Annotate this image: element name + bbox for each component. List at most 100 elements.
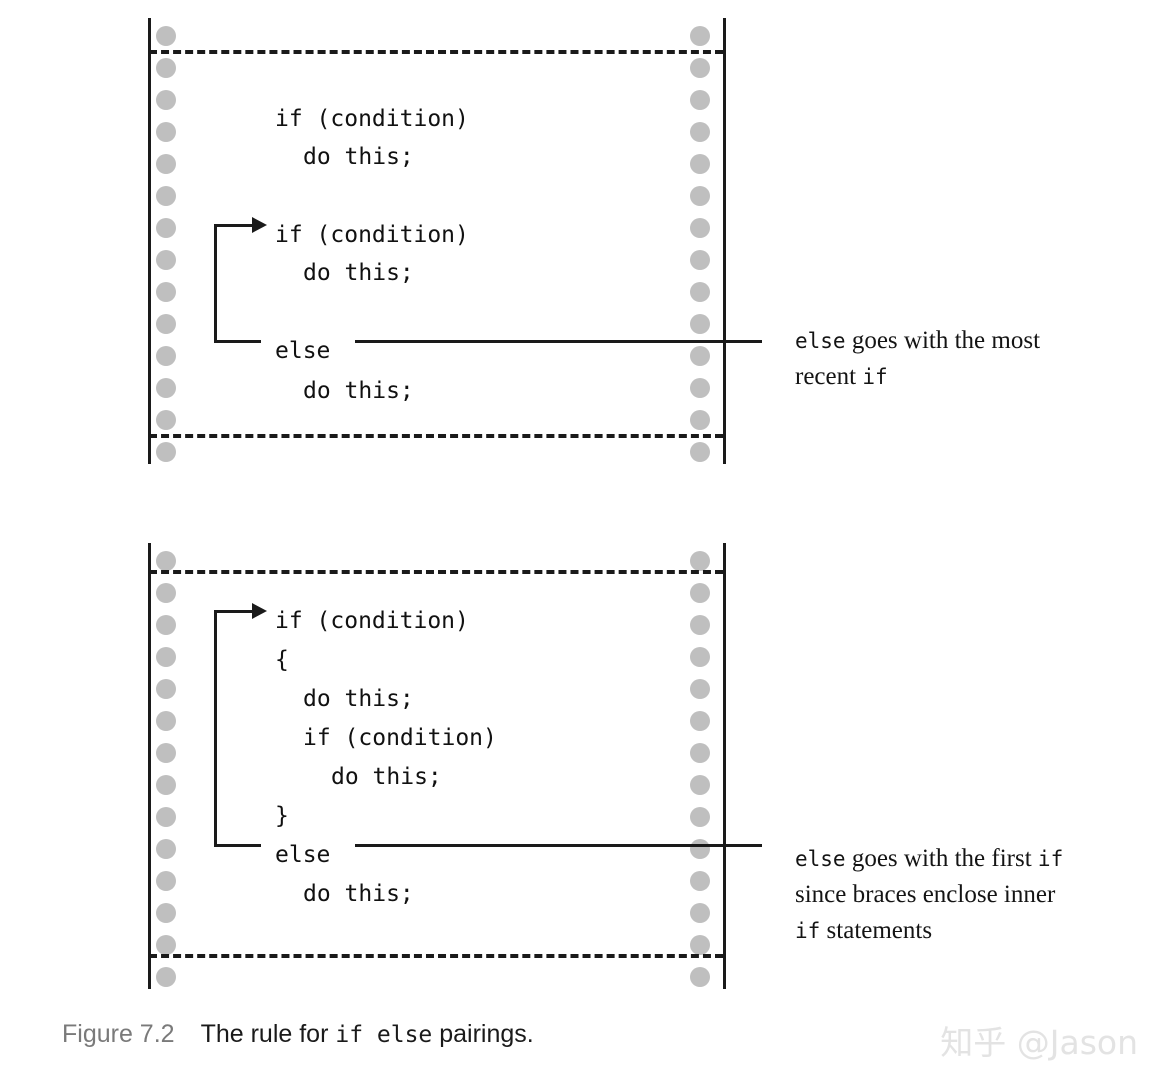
sprocket-hole	[690, 711, 710, 731]
sprocket-holes-right	[690, 18, 712, 464]
caption-text-before: The rule for	[200, 1020, 336, 1048]
sprocket-hole	[690, 282, 710, 302]
sprocket-hole	[690, 90, 710, 110]
perforation-bottom	[149, 434, 723, 438]
sprocket-hole	[690, 154, 710, 174]
annotation-text: goes with the first	[845, 845, 1038, 872]
code-line-else: else	[275, 338, 331, 364]
sprocket-hole	[156, 775, 176, 795]
annotation-text: goes with the most	[845, 327, 1041, 354]
annotation-text: recent	[795, 363, 863, 390]
sprocket-hole	[690, 743, 710, 763]
sprocket-holes-right	[690, 543, 712, 989]
sprocket-hole	[156, 410, 176, 430]
sprocket-hole	[690, 967, 710, 987]
annotation-text: statements	[820, 917, 933, 944]
pointer-vertical-segment	[214, 224, 217, 343]
sprocket-hole	[156, 26, 176, 46]
sprocket-hole	[690, 346, 710, 366]
sprocket-hole	[156, 314, 176, 334]
paper-edge-left	[148, 18, 151, 464]
annotation-leader-line	[355, 340, 762, 343]
code-token-if: if	[795, 919, 821, 943]
caption-text-after: pairings.	[432, 1020, 534, 1048]
sprocket-hole	[690, 26, 710, 46]
paper-edge-left	[148, 543, 151, 989]
sprocket-hole	[156, 218, 176, 238]
sprocket-hole	[156, 58, 176, 78]
sprocket-hole	[156, 711, 176, 731]
sprocket-hole	[690, 871, 710, 891]
sprocket-hole	[156, 743, 176, 763]
sprocket-holes-left	[156, 543, 178, 989]
sprocket-hole	[690, 775, 710, 795]
code-line: if (condition)	[275, 608, 469, 634]
code-token-if-else: if else	[335, 1022, 433, 1048]
sprocket-hole	[690, 314, 710, 334]
sprocket-hole	[690, 410, 710, 430]
pointer-vertical-segment	[214, 610, 217, 847]
sprocket-hole	[690, 250, 710, 270]
code-panel-top: if (condition) do this; if (condition) d…	[148, 18, 762, 464]
figure-caption: Figure 7.2 The rule for if else pairings.	[62, 1020, 534, 1049]
annotation-line: else goes with the first if	[795, 841, 1150, 877]
sprocket-hole	[156, 442, 176, 462]
perforation-top	[149, 570, 723, 574]
code-token-else: else	[795, 847, 846, 871]
sprocket-hole	[156, 122, 176, 142]
sprocket-hole	[690, 647, 710, 667]
code-token-else: else	[795, 329, 846, 353]
code-line-else: else	[275, 842, 331, 868]
code-line: {	[275, 647, 289, 673]
sprocket-hole	[156, 839, 176, 859]
sprocket-hole	[156, 378, 176, 398]
sprocket-hole	[690, 378, 710, 398]
sprocket-hole	[156, 647, 176, 667]
sprocket-hole	[690, 583, 710, 603]
annotation-top: else goes with the most recent if	[795, 323, 1145, 395]
sprocket-hole	[156, 615, 176, 635]
sprocket-hole	[156, 871, 176, 891]
figure-number-label: Figure 7.2	[62, 1020, 175, 1048]
code-token-if: if	[862, 365, 888, 389]
code-line: if (condition)	[275, 222, 469, 248]
sprocket-hole	[690, 935, 710, 955]
sprocket-hole	[156, 583, 176, 603]
sprocket-hole	[690, 615, 710, 635]
sprocket-hole	[690, 807, 710, 827]
sprocket-hole	[156, 807, 176, 827]
code-line: do this;	[303, 378, 414, 404]
annotation-leader-line	[355, 844, 762, 847]
sprocket-hole	[690, 442, 710, 462]
sprocket-hole	[156, 282, 176, 302]
code-line: do this;	[303, 881, 414, 907]
annotation-line: else goes with the most	[795, 323, 1145, 359]
perforation-top	[149, 50, 723, 54]
sprocket-hole	[156, 90, 176, 110]
sprocket-hole	[156, 679, 176, 699]
code-line: if (condition)	[303, 725, 497, 751]
sprocket-holes-left	[156, 18, 178, 464]
pointer-top-segment	[214, 610, 254, 613]
annotation-line: recent if	[795, 359, 1145, 395]
sprocket-hole	[690, 903, 710, 923]
sprocket-hole	[156, 186, 176, 206]
code-line: do this;	[303, 260, 414, 286]
pointer-arrowhead	[252, 603, 267, 619]
pointer-arrowhead	[252, 217, 267, 233]
code-line: do this;	[303, 686, 414, 712]
sprocket-hole	[156, 903, 176, 923]
sprocket-hole	[156, 967, 176, 987]
zhihu-watermark: 知乎 @Jason	[940, 1023, 1138, 1062]
annotation-text: since braces enclose inner	[795, 881, 1056, 908]
sprocket-hole	[156, 250, 176, 270]
pointer-bottom-segment	[214, 340, 261, 343]
sprocket-hole	[156, 346, 176, 366]
annotation-line: if statements	[795, 913, 1150, 949]
sprocket-hole	[156, 154, 176, 174]
code-line: }	[275, 803, 289, 829]
sprocket-hole	[690, 551, 710, 571]
annotation-bottom: else goes with the first if since braces…	[795, 841, 1150, 949]
sprocket-hole	[690, 58, 710, 78]
